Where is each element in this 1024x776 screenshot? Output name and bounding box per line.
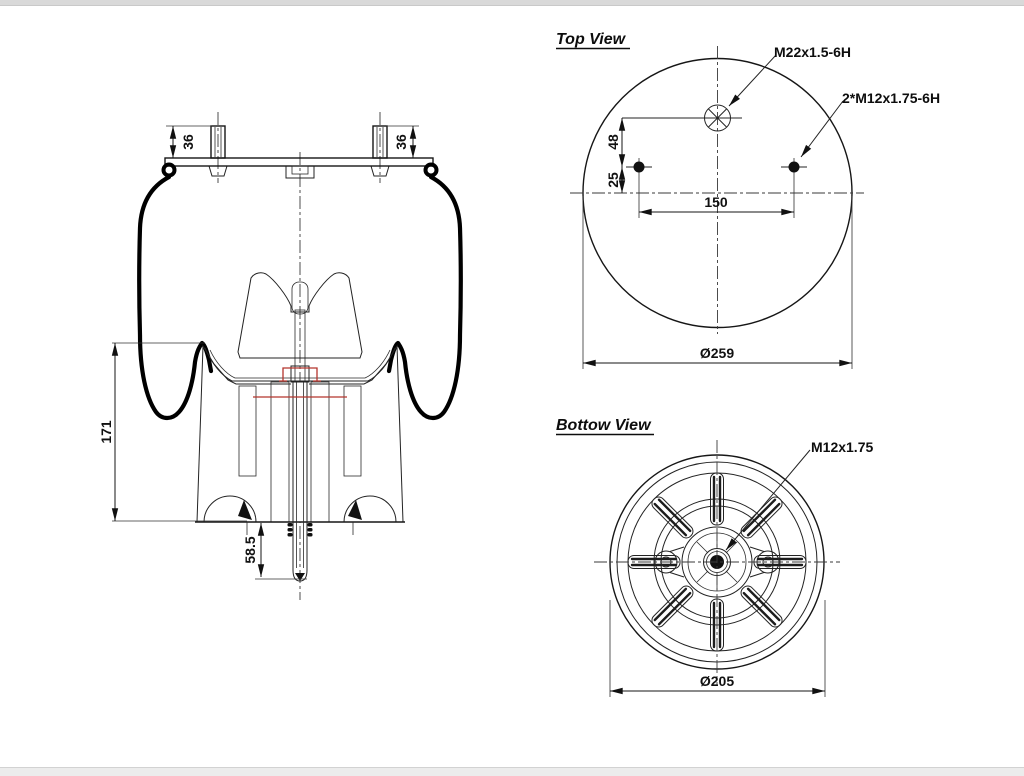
dim-259-text: Ø259	[700, 345, 734, 361]
right-bead-curl	[423, 162, 439, 178]
bellows-left-wall	[137, 174, 214, 421]
bottom-view: Bottow View	[556, 417, 873, 697]
leader-m22: M22x1.5-6H	[728, 44, 851, 107]
center-rod	[287, 365, 313, 582]
dim-36-left: 36	[166, 125, 212, 159]
rod-seal-red-detail	[253, 367, 347, 398]
dim-48: 48	[605, 117, 626, 168]
label-m22-thread: M22x1.5-6H	[774, 44, 851, 60]
top-view: Top View	[556, 31, 940, 369]
dim-58-5: 58.5	[242, 522, 307, 580]
page-margin-top	[0, 0, 1024, 6]
dim-58-5-text: 58.5	[242, 536, 258, 563]
bellows-right-wall	[386, 174, 463, 421]
dim-36-right-text: 36	[393, 134, 409, 150]
bumper	[237, 272, 363, 359]
dim-36-right: 36	[386, 125, 419, 159]
leader-2xm12: 2*M12x1.75-6H	[800, 90, 940, 158]
stud-hole-left	[626, 158, 652, 218]
leader-m12: M12x1.75	[725, 439, 873, 551]
rod-tip	[295, 573, 305, 581]
piston-bottom-cutouts	[203, 495, 397, 523]
dim-150: 150	[638, 194, 795, 216]
dim-205-text: Ø205	[700, 673, 734, 689]
label-m12-thread: M12x1.75	[811, 439, 873, 455]
dim-205: Ø205	[609, 600, 826, 697]
air-fitting	[285, 166, 315, 179]
piston-top-plate	[204, 347, 396, 382]
dim-171: 171	[98, 342, 247, 522]
dim-25: 25	[605, 166, 626, 194]
side-view: 36 36 171 58.5	[98, 112, 463, 600]
top-view-title: Top View	[556, 31, 627, 48]
label-2xm12-thread: 2*M12x1.75-6H	[842, 90, 940, 106]
dim-150-text: 150	[704, 194, 728, 210]
dim-259: Ø259	[582, 196, 853, 369]
dim-171-text: 171	[98, 420, 114, 444]
piston-rib-spokes	[627, 472, 807, 652]
bottom-view-title: Bottow View	[556, 417, 652, 434]
page-margin-bottom	[0, 767, 1024, 776]
dim-36-left-text: 36	[180, 134, 196, 150]
piston-ribs	[238, 381, 362, 523]
air-fitting-hole	[704, 104, 731, 132]
left-bead-curl	[161, 162, 177, 178]
stud-hole-right	[781, 158, 807, 218]
dim-48-text: 48	[605, 134, 621, 150]
rod-retaining-rings	[287, 523, 313, 537]
dim-25-text: 25	[605, 172, 621, 188]
bumper-rod-slot	[291, 281, 309, 315]
